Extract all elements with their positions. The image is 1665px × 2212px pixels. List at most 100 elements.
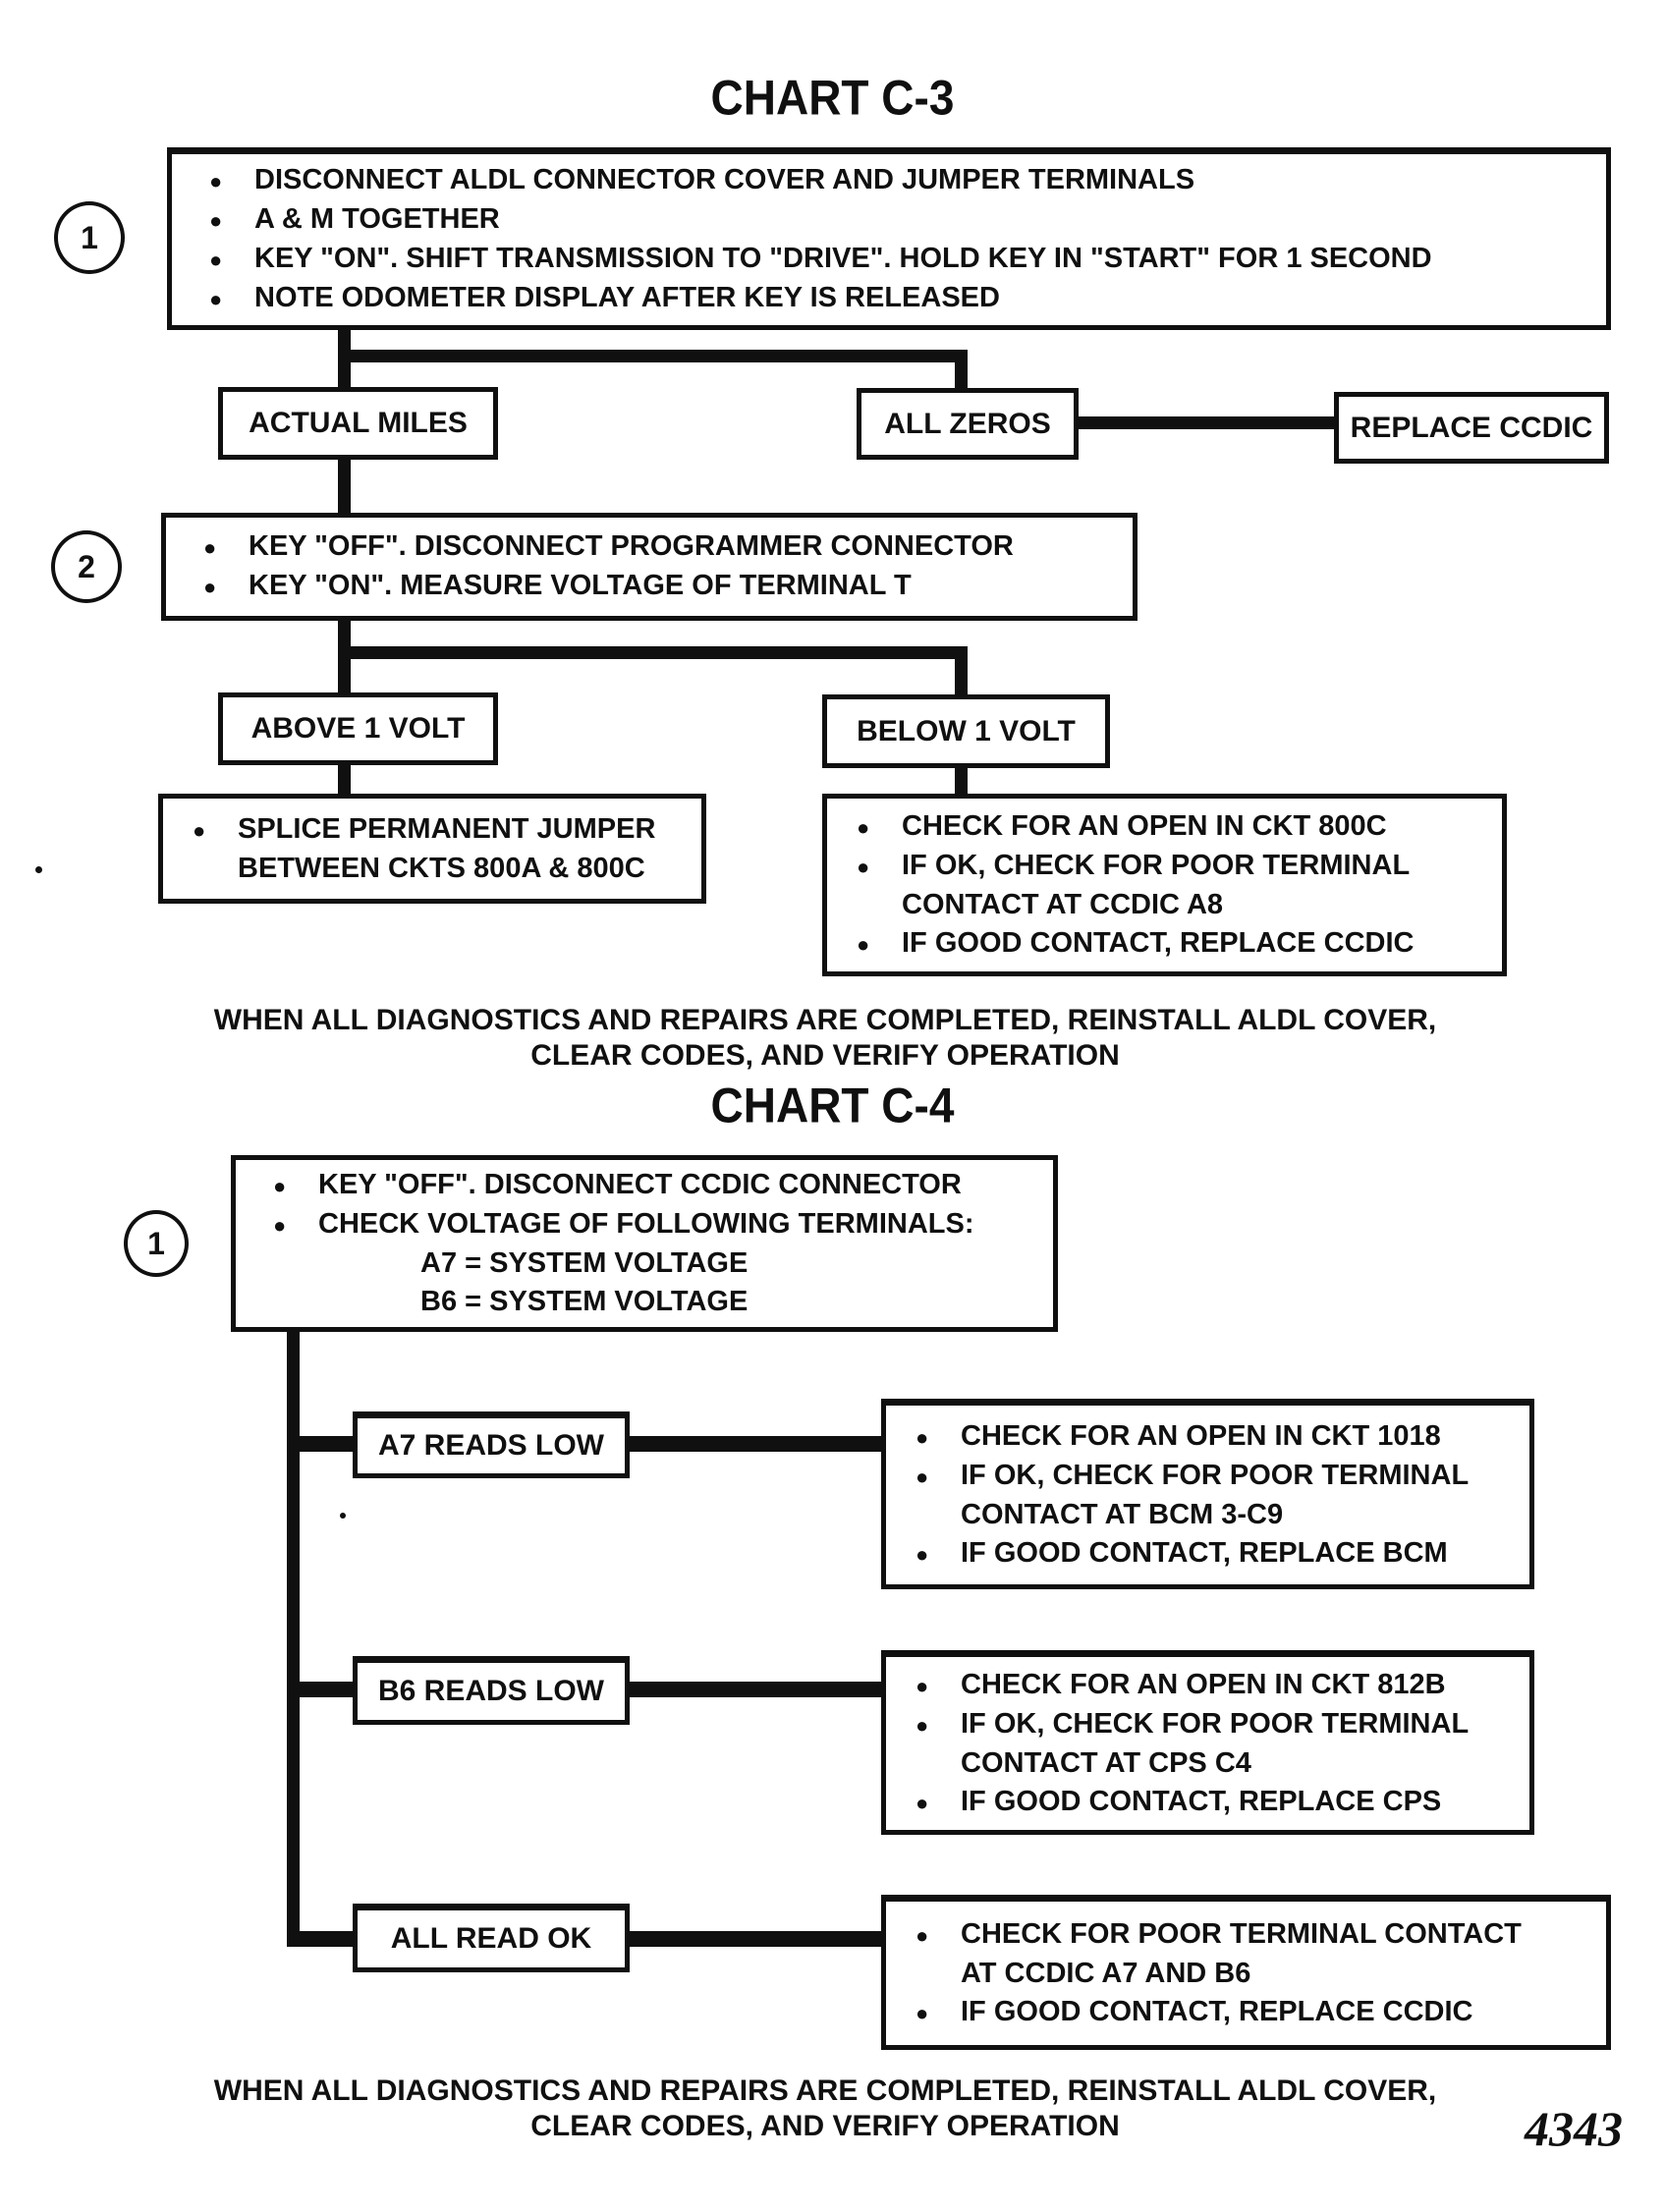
instruction-text: NOTE ODOMETER DISPLAY AFTER KEY IS RELEA… bbox=[254, 282, 1000, 313]
instruction-text: KEY "OFF". DISCONNECT PROGRAMMER CONNECT… bbox=[249, 530, 1014, 562]
action-text: CONTACT AT CCDIC A8 bbox=[902, 888, 1224, 920]
bullet-icon: ● bbox=[857, 814, 870, 840]
action-line: ● IF OK, CHECK FOR POOR TERMINAL bbox=[916, 1705, 1522, 1744]
instruction-line: ● A & M TOGETHER bbox=[209, 200, 1596, 240]
action-text: IF OK, CHECK FOR POOR TERMINAL bbox=[961, 1707, 1470, 1740]
bullet-icon: ● bbox=[273, 1213, 287, 1238]
bullet-icon: ● bbox=[916, 1541, 929, 1567]
action-line: ● IF OK, CHECK FOR POOR TERMINAL bbox=[916, 1457, 1522, 1496]
instruction-line: A7 = SYSTEM VOLTAGE bbox=[273, 1244, 1043, 1283]
action-text: IF GOOD CONTACT, REPLACE CPS bbox=[961, 1785, 1442, 1817]
c3-actual-miles-box: ACTUAL MILES bbox=[218, 387, 498, 460]
instruction-text: A & M TOGETHER bbox=[254, 203, 500, 235]
action-text: IF GOOD CONTACT, REPLACE CCDIC bbox=[902, 926, 1415, 959]
chart-c4-title: CHART C-4 bbox=[710, 1077, 955, 1134]
action-line: ● CHECK FOR POOR TERMINAL CONTACT bbox=[916, 1915, 1598, 1955]
action-line: ● IF GOOD CONTACT, REPLACE CPS bbox=[916, 1783, 1522, 1822]
action-text: AT CCDIC A7 AND B6 bbox=[961, 1957, 1251, 1989]
action-line: ● IF GOOD CONTACT, REPLACE CCDIC bbox=[916, 1993, 1598, 2032]
instruction-line: ● KEY "ON". SHIFT TRANSMISSION TO "DRIVE… bbox=[209, 240, 1596, 279]
action-text: IF OK, CHECK FOR POOR TERMINAL bbox=[961, 1459, 1470, 1491]
action-line: ● IF OK, CHECK FOR POOR TERMINAL bbox=[857, 847, 1494, 886]
bullet-icon: ● bbox=[916, 1790, 929, 1815]
scan-speck bbox=[35, 866, 42, 873]
action-text: IF GOOD CONTACT, REPLACE CCDIC bbox=[961, 1995, 1473, 2027]
label-text: REPLACE CCDIC bbox=[1350, 411, 1593, 444]
c3-splice-action-box: ● SPLICE PERMANENT JUMPER BETWEEN CKTS 8… bbox=[158, 794, 706, 904]
action-text: CONTACT AT CPS C4 bbox=[961, 1746, 1251, 1779]
c3-step2-box: ● KEY "OFF". DISCONNECT PROGRAMMER CONNE… bbox=[161, 513, 1138, 621]
c4-footer-line: WHEN ALL DIAGNOSTICS AND REPAIRS ARE COM… bbox=[213, 2074, 1437, 2107]
action-line: ● CHECK FOR AN OPEN IN CKT 1018 bbox=[916, 1417, 1522, 1457]
action-line: ● IF GOOD CONTACT, REPLACE BCM bbox=[916, 1534, 1522, 1574]
scan-speck bbox=[340, 1513, 346, 1519]
action-text: CHECK FOR AN OPEN IN CKT 812B bbox=[961, 1668, 1446, 1700]
instruction-line: B6 = SYSTEM VOLTAGE bbox=[273, 1283, 1043, 1321]
bullet-icon: ● bbox=[273, 1174, 287, 1198]
step-number: 1 bbox=[147, 1225, 165, 1261]
action-line: CONTACT AT CPS C4 bbox=[916, 1744, 1522, 1783]
instruction-text: DISCONNECT ALDL CONNECTOR COVER AND JUMP… bbox=[254, 164, 1195, 195]
action-line: ● SPLICE PERMANENT JUMPER bbox=[193, 810, 694, 850]
instruction-line: ● KEY "OFF". DISCONNECT CCDIC CONNECTOR bbox=[273, 1166, 1043, 1205]
c3-replace-ccdic-box: REPLACE CCDIC bbox=[1334, 392, 1609, 464]
c4-footer-line: CLEAR CODES, AND VERIFY OPERATION bbox=[530, 2110, 1120, 2142]
c3-below-volt-box: BELOW 1 VOLT bbox=[822, 694, 1110, 768]
step-marker-circle: 1 bbox=[124, 1210, 189, 1277]
action-text: BETWEEN CKTS 800A & 800C bbox=[238, 852, 645, 884]
bullet-icon: ● bbox=[209, 248, 223, 272]
action-line: CONTACT AT BCM 3-C9 bbox=[916, 1496, 1522, 1534]
chart-c3-title: CHART C-3 bbox=[710, 69, 955, 126]
instruction-text: B6 = SYSTEM VOLTAGE bbox=[420, 1286, 749, 1317]
action-text: CHECK FOR POOR TERMINAL CONTACT bbox=[961, 1917, 1522, 1950]
step-marker-circle: 2 bbox=[51, 530, 122, 603]
action-text: IF GOOD CONTACT, REPLACE BCM bbox=[961, 1536, 1448, 1569]
connector-line bbox=[338, 765, 351, 795]
bullet-icon: ● bbox=[916, 1673, 929, 1698]
c4-step1-box: ● KEY "OFF". DISCONNECT CCDIC CONNECTOR … bbox=[231, 1155, 1058, 1332]
c4-a7-action-box: ● CHECK FOR AN OPEN IN CKT 1018 ● IF OK,… bbox=[881, 1399, 1534, 1589]
bullet-icon: ● bbox=[916, 1922, 929, 1948]
bullet-icon: ● bbox=[209, 287, 223, 311]
step-number: 2 bbox=[78, 548, 95, 584]
label-text: B6 READS LOW bbox=[377, 1675, 604, 1707]
bullet-icon: ● bbox=[916, 2000, 929, 2025]
label-text: ABOVE 1 VOLT bbox=[250, 712, 466, 745]
step-marker-circle: 1 bbox=[54, 201, 125, 274]
label-text: ALL ZEROS bbox=[884, 407, 1051, 440]
action-line: BETWEEN CKTS 800A & 800C bbox=[193, 850, 694, 888]
c4-all-read-ok-box: ALL READ OK bbox=[353, 1904, 630, 1972]
action-line: ● IF GOOD CONTACT, REPLACE CCDIC bbox=[857, 924, 1494, 964]
c3-step1-box: ● DISCONNECT ALDL CONNECTOR COVER AND JU… bbox=[167, 147, 1611, 330]
page-number: 4343 bbox=[1525, 2101, 1623, 2156]
c4-b6-action-box: ● CHECK FOR AN OPEN IN CKT 812B ● IF OK,… bbox=[881, 1650, 1534, 1835]
action-text: CHECK FOR AN OPEN IN CKT 800C bbox=[902, 809, 1387, 842]
instruction-line: ● CHECK VOLTAGE OF FOLLOWING TERMINALS: bbox=[273, 1205, 1043, 1244]
bullet-icon: ● bbox=[916, 1712, 929, 1738]
label-text: BELOW 1 VOLT bbox=[857, 714, 1076, 747]
label-text: ALL READ OK bbox=[390, 1922, 592, 1955]
instruction-text: CHECK VOLTAGE OF FOLLOWING TERMINALS: bbox=[318, 1208, 974, 1240]
bullet-icon: ● bbox=[193, 817, 206, 843]
step-number: 1 bbox=[81, 219, 98, 255]
action-line: CONTACT AT CCDIC A8 bbox=[857, 886, 1494, 924]
connector-line bbox=[955, 646, 968, 697]
action-text: CONTACT AT BCM 3-C9 bbox=[961, 1498, 1284, 1530]
bullet-icon: ● bbox=[916, 1424, 929, 1450]
connector-line bbox=[338, 646, 968, 659]
c3-footer-line: CLEAR CODES, AND VERIFY OPERATION bbox=[530, 1039, 1120, 1072]
instruction-line: ● KEY "OFF". DISCONNECT PROGRAMMER CONNE… bbox=[203, 527, 1123, 567]
label-text: ACTUAL MILES bbox=[249, 407, 468, 439]
action-line: AT CCDIC A7 AND B6 bbox=[916, 1955, 1598, 1993]
connector-line bbox=[955, 350, 968, 391]
connector-line bbox=[287, 1332, 300, 1947]
c4-b6-reads-low-box: B6 READS LOW bbox=[353, 1656, 630, 1725]
bullet-icon: ● bbox=[209, 208, 223, 233]
instruction-text: A7 = SYSTEM VOLTAGE bbox=[420, 1247, 749, 1279]
instruction-text: KEY "ON". MEASURE VOLTAGE OF TERMINAL T bbox=[249, 570, 912, 601]
label-text: A7 READS LOW bbox=[377, 1429, 604, 1462]
action-line: ● CHECK FOR AN OPEN IN CKT 812B bbox=[916, 1666, 1522, 1705]
c3-check-action-box: ● CHECK FOR AN OPEN IN CKT 800C ● IF OK,… bbox=[822, 794, 1507, 976]
action-text: CHECK FOR AN OPEN IN CKT 1018 bbox=[961, 1419, 1441, 1452]
connector-line bbox=[1079, 416, 1336, 429]
